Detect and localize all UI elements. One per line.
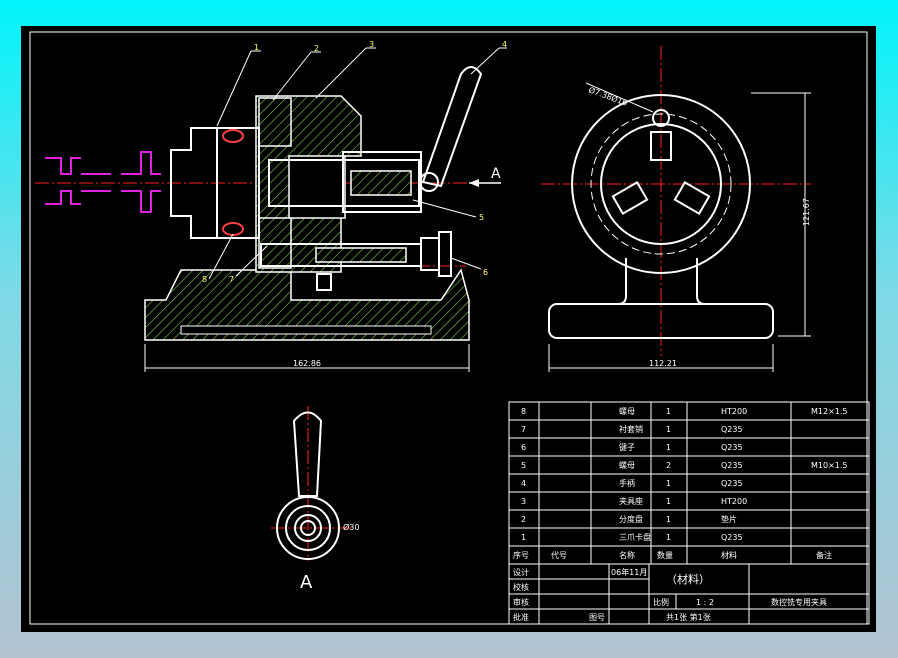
- handle-grip: [292, 411, 323, 497]
- jaw-right: [673, 180, 711, 216]
- bom-cell-note: M12×1.5: [811, 407, 848, 416]
- bom-cell-material: Q235: [721, 533, 743, 542]
- tb-sheet: 共1张 第1张: [666, 612, 711, 622]
- tb-check: 校核: [513, 582, 529, 592]
- dim-hole: Ø7.38Ø16: [587, 84, 629, 107]
- bom-cell-qty: 1: [666, 497, 671, 506]
- bom-cell-no: 3: [521, 497, 526, 506]
- bom-cell-name: 三爪卡盘: [619, 532, 651, 542]
- tb-review: 审核: [513, 597, 529, 607]
- drawing-border: [29, 31, 868, 625]
- handle-view-a: Ø30 A: [271, 406, 359, 593]
- callout-5: 5: [479, 213, 484, 222]
- bom-header-note: 备注: [816, 550, 832, 560]
- bom-cell-qty: 1: [666, 443, 671, 452]
- tb-approve: 批准: [513, 612, 529, 622]
- callout-4: 4: [502, 40, 507, 49]
- drawing-sheet: A 1 2 3 4 5 6 7 8 162.86: [21, 26, 876, 632]
- bom-cell-material: Q235: [721, 479, 743, 488]
- base-section: [144, 268, 470, 341]
- bom-cell-name: 螺母: [619, 460, 635, 470]
- bom-header-name: 名称: [619, 550, 635, 560]
- bom-cell-material: Q235: [721, 425, 743, 434]
- bom-cell-no: 6: [521, 443, 526, 452]
- view-a-label: A: [300, 572, 313, 593]
- bom-cell-no: 7: [521, 425, 526, 434]
- bom-cell-qty: 1: [666, 533, 671, 542]
- outer-ring: [571, 94, 751, 274]
- callout-8: 8: [202, 275, 207, 284]
- bom-cell-name: 衬套销: [619, 424, 643, 434]
- tb-scale: 1 : 2: [696, 598, 714, 607]
- tb-scale-label: 比例: [653, 597, 669, 607]
- jaw-top: [650, 131, 672, 161]
- bom-cell-name: 键子: [619, 442, 635, 452]
- bom-header-code: 代号: [551, 550, 567, 560]
- bom-cell-qty: 1: [666, 425, 671, 434]
- callout-1: 1: [254, 43, 259, 52]
- bom-header-no: 序号: [513, 550, 529, 560]
- tb-stamp: 图号: [589, 613, 605, 622]
- bom-cell-name: 分度盘: [619, 514, 643, 524]
- bom-header-material: 材料: [721, 550, 737, 560]
- bom-cell-qty: 1: [666, 407, 671, 416]
- callout-2: 2: [314, 44, 319, 53]
- bom-cell-material: Q235: [721, 443, 743, 452]
- bom-cell-qty: 1: [666, 515, 671, 524]
- bom-cell-no: 8: [521, 407, 526, 416]
- tb-date: 06年11月: [611, 567, 647, 577]
- bom-cell-name: 手柄: [619, 478, 635, 488]
- bom-cell-material: HT200: [721, 407, 747, 416]
- bom-cell-no: 5: [521, 461, 526, 470]
- bom-cell-name: 螺母: [619, 406, 635, 416]
- callout-7: 7: [229, 275, 234, 284]
- handle: [421, 66, 483, 188]
- cad-drawing: A 1 2 3 4 5 6 7 8 162.86: [29, 31, 870, 625]
- title-block: [508, 563, 870, 625]
- bom-cell-qty: 2: [666, 461, 671, 470]
- jaw-left: [611, 180, 649, 216]
- bom-cell-material: 垫片: [721, 514, 737, 524]
- side-base: [548, 303, 774, 339]
- workpiece-phantom: [45, 157, 111, 205]
- bom-cell-no: 4: [521, 479, 526, 488]
- bom-cell-no: 1: [521, 533, 526, 542]
- dim-base-width: 162.86: [293, 359, 321, 368]
- tb-design: 设计: [513, 567, 529, 577]
- bom-cell-name: 夹具座: [619, 496, 643, 506]
- dim-side-width: 112.21: [649, 359, 677, 368]
- tb-drawing-name: 数控铣专用夹具: [771, 597, 827, 607]
- view-arrow-label: A: [491, 166, 501, 182]
- callout-3: 3: [369, 40, 374, 49]
- tb-material: （材料）: [666, 572, 710, 586]
- bom-cell-no: 2: [521, 515, 526, 524]
- front-view: A 1 2 3 4 5 6 7 8 162.86: [35, 40, 507, 372]
- dim-handle: Ø30: [343, 522, 359, 532]
- bom-header-qty: 数量: [657, 550, 673, 560]
- bom-cell-material: HT200: [721, 497, 747, 506]
- bom-cell-qty: 1: [666, 479, 671, 488]
- bom-cell-note: M10×1.5: [811, 461, 848, 470]
- dim-height: 121.67: [802, 198, 811, 226]
- bom-cell-material: Q235: [721, 461, 743, 470]
- side-view: Ø7.38Ø16 121.67 112.21: [541, 46, 811, 372]
- bom-table: [508, 401, 870, 565]
- callout-6: 6: [483, 268, 488, 277]
